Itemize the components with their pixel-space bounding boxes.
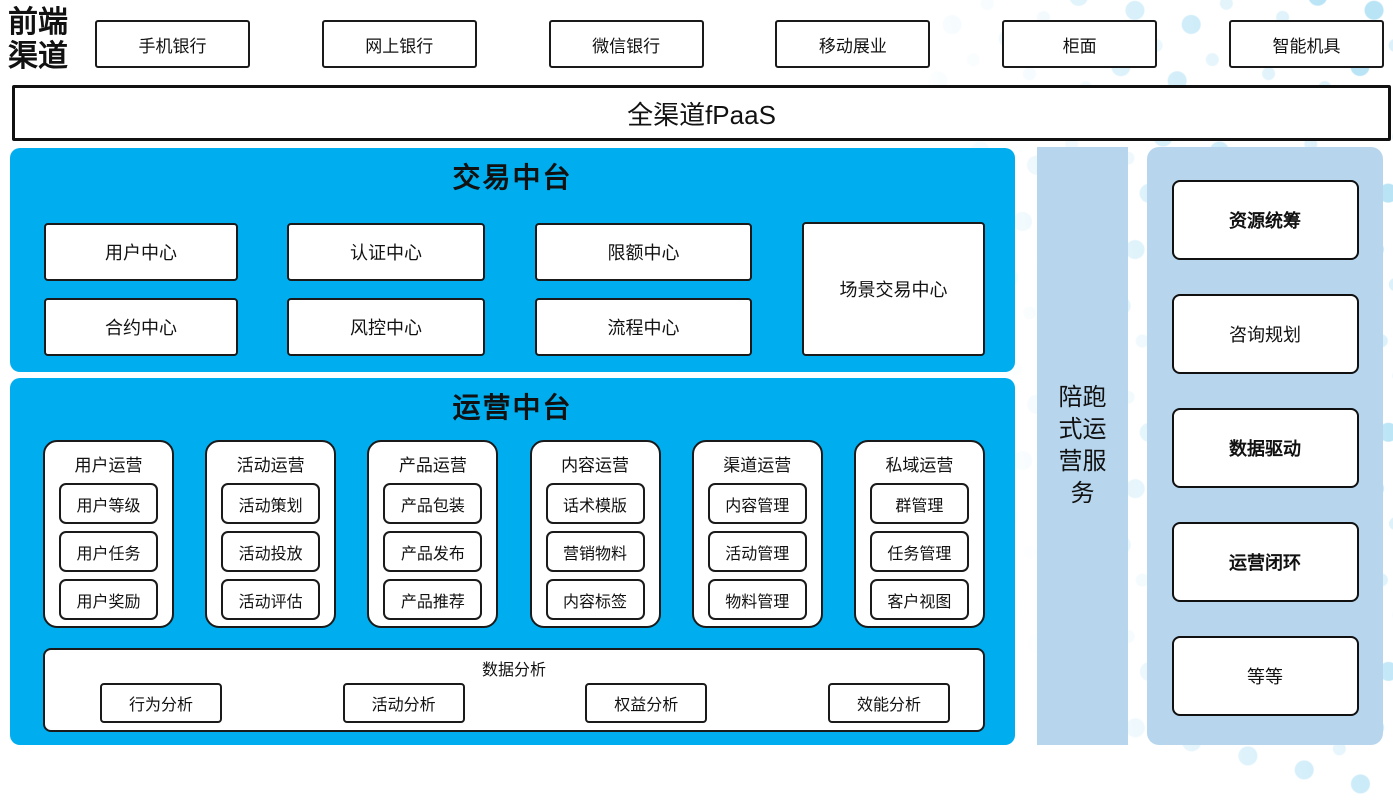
data-analysis-box: 数据分析 行为分析 活动分析 权益分析 效能分析	[43, 648, 985, 732]
ops-column-product: 产品运营 产品包装 产品发布 产品推荐	[367, 440, 499, 628]
channel-box-mobile-marketing: 移动展业	[775, 20, 931, 68]
ops-column-title: 产品运营	[398, 456, 467, 475]
operation-columns-row: 用户运营 用户等级 用户任务 用户奖励 活动运营 活动策划 活动投放 活动评估 …	[43, 440, 985, 628]
trade-box-limit-center: 限额中心	[535, 223, 752, 281]
right-box-etc: 等等	[1171, 636, 1359, 716]
trade-box-user-center: 用户中心	[44, 223, 238, 281]
ops-column-title: 内容运营	[561, 456, 630, 475]
front-channels-row: 手机银行 网上银行 微信银行 移动展业 柜面 智能机具	[95, 20, 1384, 68]
ops-column-user: 用户运营 用户等级 用户任务 用户奖励	[43, 440, 174, 628]
ops-column-title: 渠道运营	[723, 456, 792, 475]
ops-column-private-domain: 私域运营 群管理 任务管理 客户视图	[853, 440, 985, 628]
ops-item: 群管理	[869, 483, 969, 524]
operation-platform-panel: 运营中台 用户运营 用户等级 用户任务 用户奖励 活动运营 活动策划 活动投放 …	[10, 378, 1015, 745]
analysis-box-efficiency: 效能分析	[827, 683, 950, 723]
front-channels-label: 前端渠道	[8, 6, 68, 73]
ops-item: 活动策划	[221, 483, 321, 524]
analysis-box-activity: 活动分析	[342, 683, 465, 723]
ops-column-title: 私域运营	[885, 456, 954, 475]
ops-item: 任务管理	[869, 531, 969, 572]
data-analysis-title: 数据分析	[481, 662, 546, 679]
trade-box-risk-center: 风控中心	[287, 298, 485, 356]
ops-item: 内容管理	[707, 483, 807, 524]
right-box-operation-loop: 运营闭环	[1171, 522, 1359, 602]
ops-column-activity: 活动运营 活动策划 活动投放 活动评估	[205, 440, 337, 628]
channel-box-smart-device: 智能机具	[1228, 20, 1384, 68]
ops-item: 活动管理	[707, 531, 807, 572]
ops-item: 客户视图	[869, 579, 969, 620]
right-box-resource-planning: 资源统筹	[1171, 180, 1359, 260]
analysis-box-behavior: 行为分析	[100, 683, 222, 723]
channel-box-mobile-banking: 手机银行	[95, 20, 250, 68]
ops-item: 话术模版	[545, 483, 645, 524]
ops-item: 用户任务	[59, 531, 158, 572]
ops-item: 内容标签	[545, 579, 645, 620]
channel-box-online-banking: 网上银行	[321, 20, 477, 68]
ops-item: 产品推荐	[383, 579, 483, 620]
trade-platform-panel: 交易中台 用户中心 认证中心 限额中心 合约中心 风控中心 流程中心 场景交易中…	[10, 148, 1015, 372]
channel-box-wechat-banking: 微信银行	[548, 20, 704, 68]
ops-column-channel: 渠道运营 内容管理 活动管理 物料管理	[691, 440, 823, 628]
trade-box-process-center: 流程中心	[535, 298, 752, 356]
trade-box-contract-center: 合约中心	[44, 298, 238, 356]
ops-item: 用户奖励	[59, 579, 158, 620]
right-box-consulting: 咨询规划	[1171, 294, 1359, 374]
data-analysis-row: 行为分析 活动分析 权益分析 效能分析	[100, 683, 950, 723]
trade-platform-title: 交易中台	[452, 162, 573, 193]
ops-column-content: 内容运营 话术模版 营销物料 内容标签	[529, 440, 661, 628]
ops-item: 活动投放	[221, 531, 321, 572]
ops-column-title: 用户运营	[74, 456, 143, 475]
ops-item: 营销物料	[545, 531, 645, 572]
ops-column-title: 活动运营	[236, 456, 305, 475]
right-service-panel: 资源统筹 咨询规划 数据驱动 运营闭环 等等	[1147, 147, 1383, 745]
right-box-data-driven: 数据驱动	[1171, 408, 1359, 488]
ops-item: 活动评估	[221, 579, 321, 620]
channel-box-counter: 柜面	[1002, 20, 1158, 68]
side-service-strip: 陪跑式运营服务	[1037, 147, 1128, 745]
operation-platform-title: 运营中台	[452, 392, 573, 423]
trade-box-scene-trade-center: 场景交易中心	[802, 222, 985, 356]
analysis-box-rights: 权益分析	[585, 683, 708, 723]
fpaas-bar: 全渠道fPaaS	[12, 85, 1391, 141]
ops-item: 物料管理	[707, 579, 807, 620]
side-service-label: 陪跑式运营服务	[1058, 384, 1107, 507]
ops-item: 用户等级	[59, 483, 158, 524]
ops-item: 产品发布	[383, 531, 483, 572]
ops-item: 产品包装	[383, 483, 483, 524]
trade-box-auth-center: 认证中心	[287, 223, 485, 281]
